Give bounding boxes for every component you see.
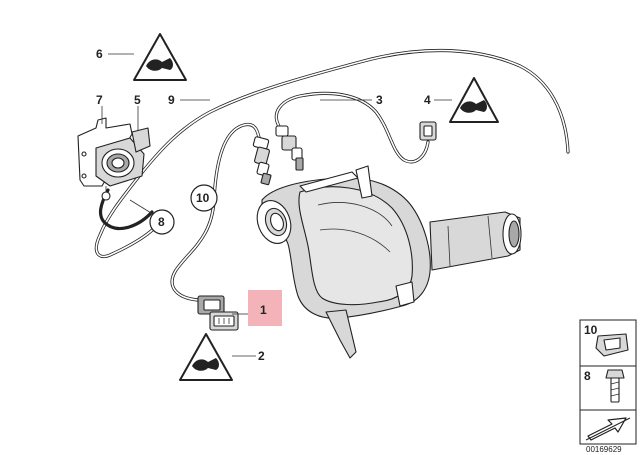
bolt-icon [605, 369, 625, 403]
direction-arrow-icon [585, 417, 631, 441]
callout-8[interactable]: 8 [149, 209, 175, 235]
item-1-highlight [248, 290, 282, 326]
diagram-number: 00169629 [586, 445, 622, 454]
callout-1[interactable]: 1 [260, 303, 267, 317]
catalytic-converter [256, 165, 522, 359]
warning-triangle-6 [133, 33, 187, 81]
oxygen-sensor-cable-1 [170, 122, 262, 302]
legend-label-10[interactable]: 10 [584, 323, 598, 337]
callout-9[interactable]: 9 [168, 93, 175, 107]
warning-triangle-4 [449, 77, 499, 123]
sensor-bracket [77, 117, 151, 201]
oxygen-sensor-cable-3 [274, 91, 430, 164]
callout-6[interactable]: 6 [96, 47, 103, 61]
oxygen-sensor-probe-1 [252, 136, 272, 186]
callout-2[interactable]: 2 [258, 349, 265, 363]
callout-7[interactable]: 7 [96, 93, 103, 107]
callout-8-text: 8 [158, 215, 165, 229]
sensor-cable [98, 188, 154, 231]
callout-10-text: 10 [196, 191, 210, 205]
callout-3[interactable]: 3 [376, 93, 383, 107]
warning-triangle-2 [179, 333, 233, 381]
wiring-harness [94, 48, 570, 258]
callout-5[interactable]: 5 [134, 93, 141, 107]
callout-4[interactable]: 4 [424, 93, 431, 107]
connector-4 [419, 121, 437, 141]
fastener-legend: 10 8 [579, 319, 637, 445]
plug-connector [197, 295, 239, 331]
oxygen-sensor-probe-3 [275, 125, 304, 171]
callout-10[interactable]: 10 [190, 184, 218, 212]
clip-nut-icon [595, 333, 629, 357]
legend-label-8[interactable]: 8 [584, 369, 591, 383]
leader-lines [101, 53, 452, 357]
